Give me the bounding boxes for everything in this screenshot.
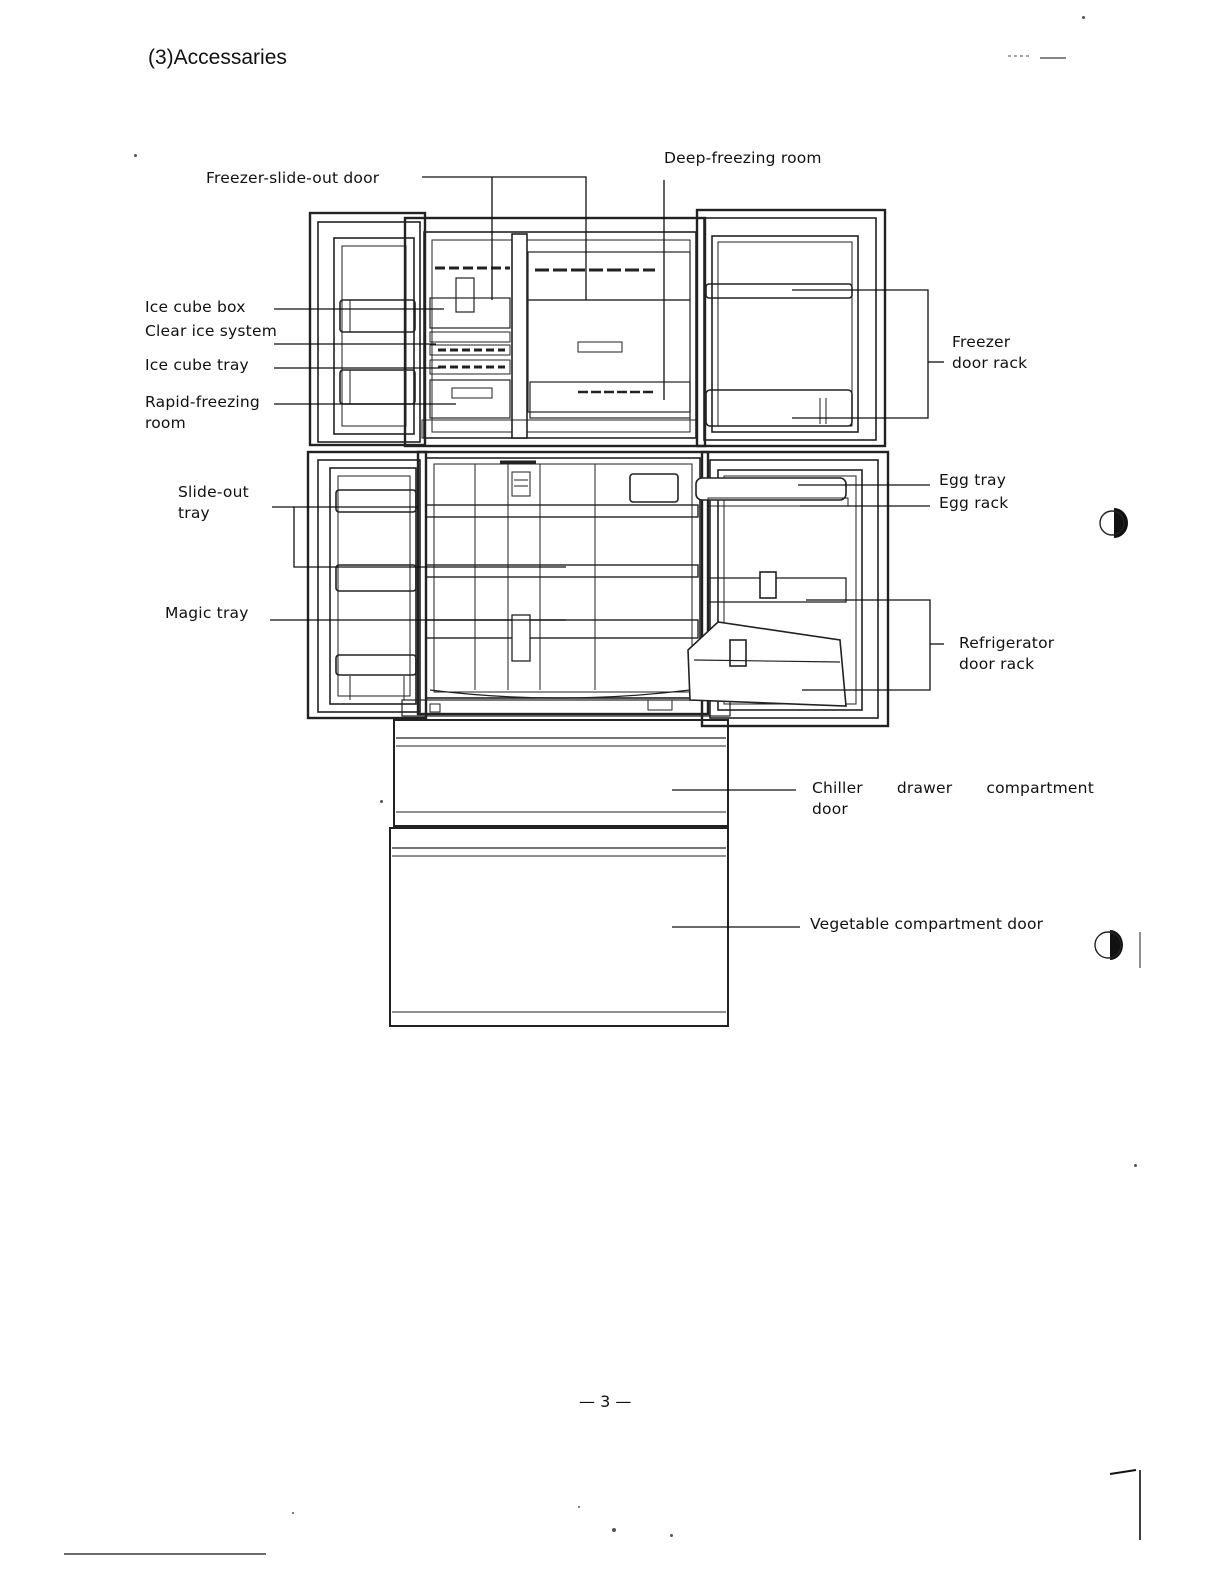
label-slide-out-tray-line2: tray <box>178 503 249 524</box>
label-chiller-word1: Chiller <box>812 778 863 799</box>
label-slide-out-tray: Slide-out tray <box>178 482 249 524</box>
label-egg-tray: Egg tray <box>939 470 1006 491</box>
scan-speck <box>612 1528 616 1532</box>
label-chiller-drawer-compartment-door: Chiller drawer compartment door <box>812 778 1094 820</box>
scan-speck <box>134 154 137 157</box>
label-freezer-door-rack-line1: Freezer <box>952 332 1027 353</box>
chiller-drawer <box>394 720 728 826</box>
label-ice-cube-box: Ice cube box <box>145 297 246 318</box>
label-freezer-door-rack: Freezer door rack <box>952 332 1027 374</box>
freezer-cavity <box>405 218 705 446</box>
label-ice-cube-tray: Ice cube tray <box>145 355 249 376</box>
refrigerator-cavity <box>402 452 730 716</box>
scan-speck <box>1082 16 1085 19</box>
scan-speck <box>578 1506 580 1508</box>
label-rapid-freezing-line2: room <box>145 413 260 434</box>
label-refrigerator-door-rack-line2: door rack <box>959 654 1054 675</box>
scan-speck <box>670 1534 673 1537</box>
label-deep-freezing-room: Deep-freezing room <box>664 148 822 169</box>
label-chiller-line1: Chiller drawer compartment <box>812 778 1094 799</box>
scan-speck <box>292 1512 294 1514</box>
lower-right-refrigerator-door <box>688 452 888 726</box>
label-freezer-door-rack-line2: door rack <box>952 353 1027 374</box>
upper-right-freezer-door <box>697 210 885 446</box>
label-vegetable-compartment-door: Vegetable compartment door <box>810 914 1043 935</box>
label-clear-ice-system: Clear ice system <box>145 321 277 342</box>
label-rapid-freezing-room: Rapid-freezing room <box>145 392 260 434</box>
label-egg-rack: Egg rack <box>939 493 1008 514</box>
lower-left-refrigerator-door <box>308 452 426 718</box>
label-magic-tray: Magic tray <box>165 603 249 624</box>
upper-left-freezer-door <box>310 213 425 445</box>
binder-hole-marks <box>1095 508 1140 968</box>
label-chiller-line2: door <box>812 799 1094 820</box>
label-refrigerator-door-rack: Refrigerator door rack <box>959 633 1054 675</box>
label-refrigerator-door-rack-line1: Refrigerator <box>959 633 1054 654</box>
label-chiller-word3: compartment <box>986 778 1094 799</box>
label-freezer-slide-out-door: Freezer-slide-out door <box>206 168 379 189</box>
label-rapid-freezing-line1: Rapid-freezing <box>145 392 260 413</box>
page-number: — 3 — <box>579 1392 631 1411</box>
scan-speck <box>380 800 383 803</box>
scan-speck <box>1134 1164 1137 1167</box>
label-chiller-word2: drawer <box>897 778 953 799</box>
label-slide-out-tray-line1: Slide-out <box>178 482 249 503</box>
